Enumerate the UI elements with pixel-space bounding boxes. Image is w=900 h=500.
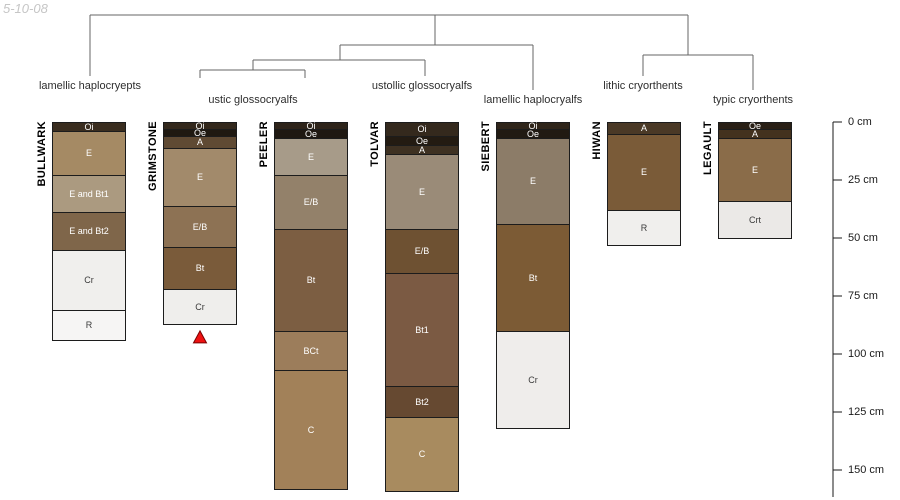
horizon-label: Bt1 (415, 324, 429, 335)
horizon-label: Oi (306, 120, 316, 131)
horizon-label: E/B (414, 246, 430, 256)
depth-tick-75: 75 cm (848, 290, 878, 302)
horizon-label: A (196, 137, 203, 147)
profile-name-legault: LEGAULT (702, 121, 714, 175)
horizon-label: R (640, 222, 648, 233)
horizon-hiwan-e: E (607, 134, 681, 211)
horizon-label: Oe (304, 128, 317, 139)
depth-tick-100: 100 cm (848, 348, 885, 360)
depth-tick-50: 50 cm (848, 232, 878, 244)
horizon-label: E (529, 176, 536, 186)
profile-name-hiwan: HIWAN (591, 121, 603, 160)
horizon-label: Oe (526, 128, 539, 139)
depth-tick-25: 25 cm (848, 174, 878, 186)
horizon-label: Cr (195, 301, 205, 312)
depth-tick-150: 150 cm (848, 464, 885, 476)
horizon-label: Oe (193, 127, 206, 138)
profile-name-bullwark: BULLWARK (36, 121, 48, 187)
horizon-label: Cr (84, 275, 94, 285)
horizon-label: Oi (195, 120, 205, 131)
depth-tick-125: 125 cm (848, 406, 885, 418)
horizon-legault-crt: Crt (718, 201, 792, 239)
horizon-label: E/B (303, 197, 319, 207)
horizon-tolvar-oi: Oi (385, 122, 459, 137)
horizon-label: E (640, 167, 647, 177)
horizon-grimstone-e: E (163, 148, 237, 207)
horizon-hiwan-r: R (607, 210, 681, 246)
horizon-peeler-bct: BCt (274, 331, 348, 371)
horizon-bullwark-cr: Cr (52, 250, 126, 311)
taxon-label-typic-cryorthents: typic cryorthents (712, 94, 794, 106)
horizon-label: E (418, 186, 425, 197)
horizon-siebert-e: E (496, 138, 570, 225)
date-annotation: 5-10-08 (3, 1, 48, 16)
horizon-bullwark-e-and-bt1: E and Bt1 (52, 175, 126, 213)
horizon-grimstone-e-b: E/B (163, 206, 237, 248)
horizon-label: E (85, 148, 92, 158)
horizon-label: E and Bt1 (69, 188, 109, 199)
horizon-bullwark-r: R (52, 310, 126, 341)
horizon-label: E (196, 172, 203, 182)
profile-name-tolvar: TOLVAR (369, 121, 381, 167)
depth-tick-0: 0 cm (848, 116, 872, 128)
horizon-label: Bt (306, 275, 316, 285)
taxon-label-lamellic-haplocryepts: lamellic haplocryepts (38, 80, 142, 92)
horizon-label: Oi (84, 121, 94, 132)
horizon-tolvar-bt1: Bt1 (385, 273, 459, 387)
depth-axis (832, 121, 842, 497)
profile-name-grimstone: GRIMSTONE (147, 121, 159, 192)
horizon-label: A (751, 128, 758, 139)
horizon-label: Oe (748, 120, 761, 131)
horizon-tolvar-bt2: Bt2 (385, 386, 459, 418)
horizon-label: C (418, 449, 426, 459)
taxon-label-ustollic-glossocryalfs: ustollic glossocryalfs (371, 80, 473, 92)
horizon-label: A (640, 123, 647, 133)
horizon-label: C (307, 424, 315, 435)
horizon-label: Oe (415, 135, 428, 146)
horizon-label: R (85, 320, 93, 330)
horizon-label: Oi (417, 124, 427, 134)
horizon-tolvar-e: E (385, 154, 459, 230)
horizon-peeler-c: C (274, 370, 348, 490)
horizon-label: BCt (303, 345, 319, 356)
horizon-peeler-bt: Bt (274, 229, 348, 332)
horizon-legault-e: E (718, 138, 792, 202)
horizon-siebert-bt: Bt (496, 224, 570, 332)
taxon-label-lithic-cryorthents: lithic cryorthents (603, 80, 683, 92)
horizon-peeler-e: E (274, 138, 348, 176)
profile-name-peeler: PEELER (258, 121, 270, 168)
horizon-siebert-cr: Cr (496, 331, 570, 429)
dendrogram-lines (89, 14, 754, 90)
horizon-tolvar-c: C (385, 417, 459, 492)
horizon-label: E (307, 151, 314, 162)
horizon-label: E (751, 164, 758, 175)
horizon-label: Bt (528, 272, 538, 283)
taxon-label-lamellic-haplocryalfs: lamellic haplocryalfs (483, 94, 583, 106)
horizon-tolvar-e-b: E/B (385, 229, 459, 274)
diagnostic-marker-triangle (192, 329, 208, 344)
horizon-label: Cr (528, 374, 538, 385)
horizon-label: Oi (528, 120, 538, 131)
horizon-grimstone-bt: Bt (163, 247, 237, 290)
horizon-label: Crt (749, 214, 761, 225)
horizon-label: A (418, 144, 425, 155)
horizon-bullwark-e: E (52, 131, 126, 176)
horizon-bullwark-e-and-bt2: E and Bt2 (52, 212, 126, 251)
horizon-peeler-e-b: E/B (274, 175, 348, 230)
horizon-label: Bt2 (415, 396, 429, 407)
horizon-label: E and Bt2 (69, 226, 109, 236)
horizon-grimstone-cr: Cr (163, 289, 237, 325)
taxon-label-ustic-glossocryalfs: ustic glossocryalfs (208, 94, 298, 106)
profile-name-siebert: SIEBERT (480, 121, 492, 172)
horizon-label: Bt (195, 263, 205, 273)
horizon-label: E/B (192, 221, 208, 232)
